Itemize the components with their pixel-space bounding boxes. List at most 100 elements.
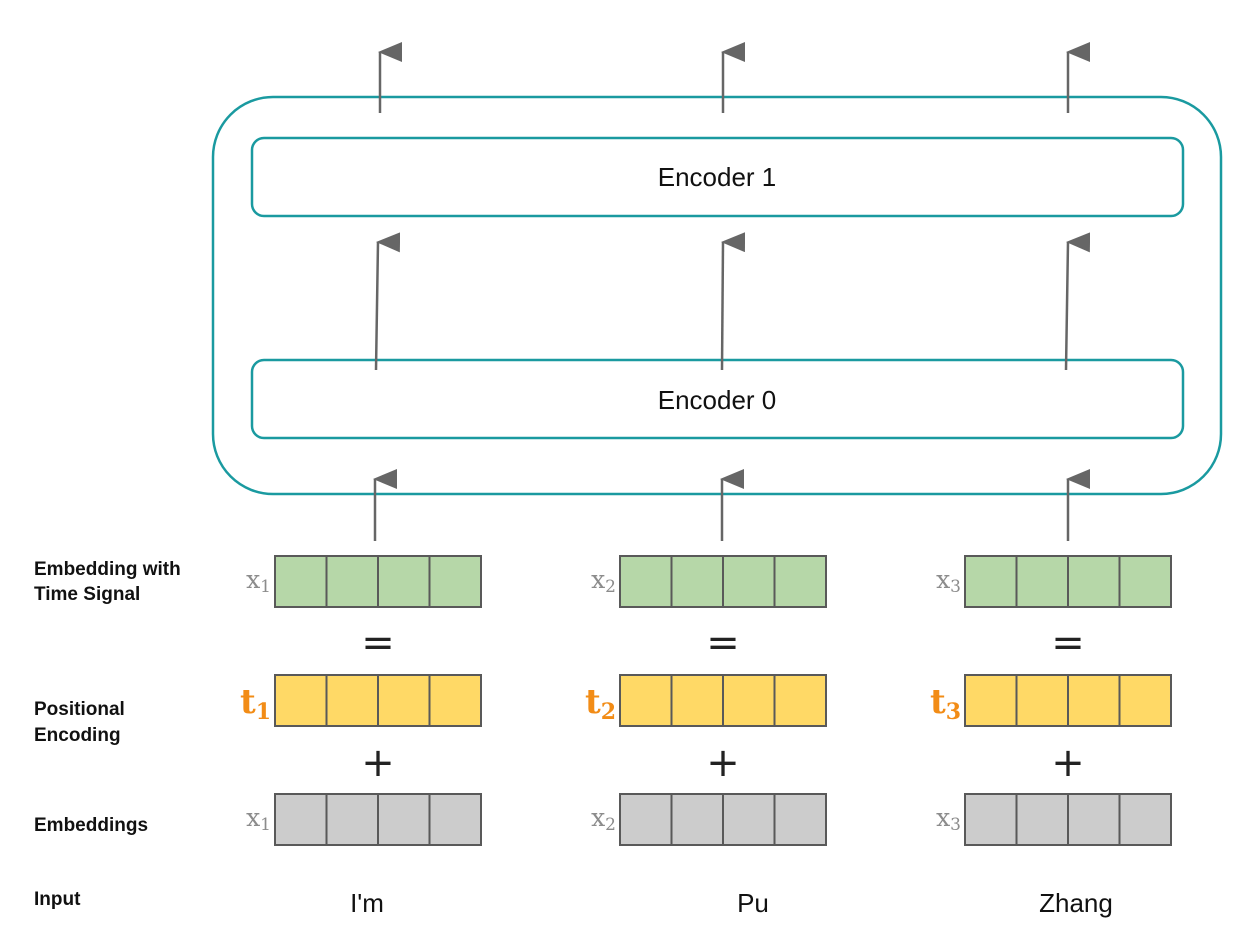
variable-subscript: 3 bbox=[950, 577, 961, 597]
input-word-1: I'm bbox=[350, 888, 384, 918]
time-variable-label-1: x1 bbox=[246, 565, 271, 597]
time-variable-label-3: x3 bbox=[936, 565, 961, 597]
pos-cell bbox=[964, 674, 1018, 727]
time-variable-label-2: x2 bbox=[591, 565, 616, 597]
plus-operator-1: + bbox=[361, 740, 395, 786]
pos-cell bbox=[1118, 674, 1172, 727]
pos-variable-label-1: t1 bbox=[240, 682, 271, 725]
variable-subscript: 2 bbox=[601, 699, 616, 725]
pos-cell bbox=[325, 674, 379, 727]
pos-cell bbox=[722, 674, 776, 727]
variable-subscript: 2 bbox=[605, 815, 616, 835]
variable-symbol: x bbox=[591, 565, 605, 594]
pos-variable-label-2: t2 bbox=[585, 682, 616, 725]
variable-symbol: t bbox=[585, 682, 601, 722]
variable-subscript: 2 bbox=[605, 577, 616, 597]
pos-cell bbox=[274, 674, 328, 727]
encoder-stack-frame bbox=[211, 95, 1223, 496]
pos-cell bbox=[773, 674, 827, 727]
pos-vector-2 bbox=[619, 674, 827, 727]
time-cell bbox=[325, 555, 379, 608]
row-label-embedding-time-2: Time Signal bbox=[34, 584, 140, 605]
time-cell bbox=[619, 555, 673, 608]
emb-cell bbox=[1015, 793, 1069, 846]
encoder-1-label: Encoder 1 bbox=[658, 162, 777, 192]
input-word-2: Pu bbox=[737, 888, 769, 918]
row-label-embedding-time-1: Embedding with bbox=[34, 559, 181, 580]
variable-subscript: 1 bbox=[260, 815, 271, 835]
pos-cell bbox=[1015, 674, 1069, 727]
pos-vector-3 bbox=[964, 674, 1172, 727]
emb-cell bbox=[619, 793, 673, 846]
variable-symbol: x bbox=[936, 565, 950, 594]
emb-vector-1 bbox=[274, 793, 482, 846]
time-cell bbox=[428, 555, 482, 608]
emb-vector-2 bbox=[619, 793, 827, 846]
encoder-0-block: Encoder 0 bbox=[250, 358, 1185, 440]
emb-cell bbox=[325, 793, 379, 846]
emb-cell bbox=[773, 793, 827, 846]
pos-cell bbox=[619, 674, 673, 727]
pos-variable-label-3: t3 bbox=[930, 682, 961, 725]
mid-arrow-2 bbox=[720, 232, 746, 371]
time-cell bbox=[1118, 555, 1172, 608]
time-cell bbox=[964, 555, 1018, 608]
time-cell bbox=[670, 555, 724, 608]
time-cell bbox=[274, 555, 328, 608]
pos-cell bbox=[377, 674, 431, 727]
variable-subscript: 1 bbox=[260, 577, 271, 597]
encoder-0-label: Encoder 0 bbox=[658, 385, 777, 415]
variable-symbol: t bbox=[930, 682, 946, 722]
plus-operator-3: + bbox=[1051, 740, 1085, 786]
variable-symbol: x bbox=[591, 803, 605, 832]
emb-cell bbox=[1118, 793, 1172, 846]
pos-cell bbox=[670, 674, 724, 727]
variable-symbol: x bbox=[246, 803, 260, 832]
time-vector-2 bbox=[619, 555, 827, 608]
equals-operator-2: = bbox=[706, 620, 740, 666]
emb-cell bbox=[377, 793, 431, 846]
time-vector-1 bbox=[274, 555, 482, 608]
emb-variable-label-2: x2 bbox=[591, 803, 616, 835]
variable-subscript: 3 bbox=[946, 699, 961, 725]
variable-symbol: t bbox=[240, 682, 256, 722]
emb-cell bbox=[670, 793, 724, 846]
emb-cell bbox=[274, 793, 328, 846]
mid-arrow-1 bbox=[374, 232, 401, 371]
emb-cell bbox=[722, 793, 776, 846]
time-cell bbox=[722, 555, 776, 608]
time-vector-3 bbox=[964, 555, 1172, 608]
variable-subscript: 1 bbox=[256, 699, 271, 725]
time-cell bbox=[1015, 555, 1069, 608]
emb-cell bbox=[1067, 793, 1121, 846]
equals-operator-3: = bbox=[1051, 620, 1085, 666]
pos-vector-1 bbox=[274, 674, 482, 727]
variable-subscript: 3 bbox=[950, 815, 961, 835]
plus-operator-2: + bbox=[706, 740, 740, 786]
mid-arrow-3 bbox=[1064, 232, 1091, 371]
row-label-positional-1: Positional bbox=[34, 699, 125, 720]
row-label-input: Input bbox=[34, 889, 81, 910]
input-word-3: Zhang bbox=[1039, 888, 1113, 918]
row-label-positional-2: Encoding bbox=[34, 725, 121, 746]
time-cell bbox=[1067, 555, 1121, 608]
emb-variable-label-3: x3 bbox=[936, 803, 961, 835]
variable-symbol: x bbox=[936, 803, 950, 832]
pos-cell bbox=[1067, 674, 1121, 727]
row-label-embeddings: Embeddings bbox=[34, 815, 148, 836]
emb-cell bbox=[428, 793, 482, 846]
time-cell bbox=[773, 555, 827, 608]
pos-cell bbox=[428, 674, 482, 727]
time-cell bbox=[377, 555, 431, 608]
emb-cell bbox=[964, 793, 1018, 846]
variable-symbol: x bbox=[246, 565, 260, 594]
emb-vector-3 bbox=[964, 793, 1172, 846]
encoder-1-block: Encoder 1 bbox=[250, 136, 1185, 218]
equals-operator-1: = bbox=[361, 620, 395, 666]
